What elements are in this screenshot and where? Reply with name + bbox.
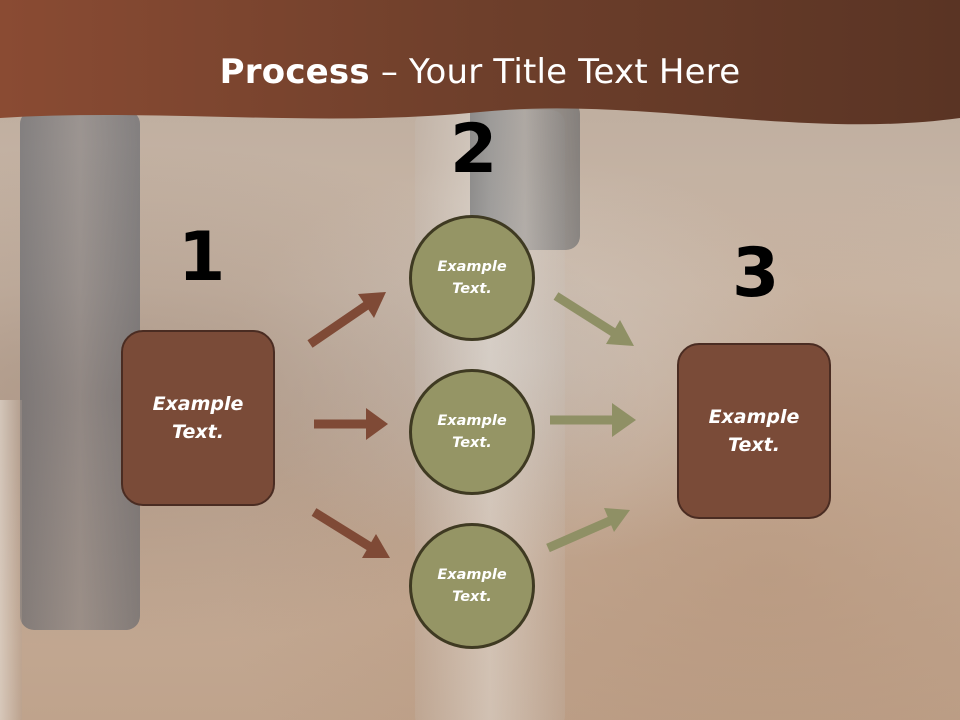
left-arrow-middle — [314, 408, 388, 440]
left-arrow-down — [311, 508, 390, 558]
circle-top-text: Example Text. — [437, 258, 507, 297]
circle-middle-text: Example Text. — [437, 412, 507, 451]
title-bold: Process — [219, 52, 370, 92]
input-box: Example Text. — [121, 330, 275, 506]
title-banner — [0, 0, 960, 125]
background-photo-edge — [0, 400, 22, 720]
output-box-text: Example Text. — [708, 405, 800, 457]
right-arrow-up — [546, 508, 630, 553]
output-box: Example Text. — [677, 343, 831, 519]
slide-title: Process – Your Title Text Here — [0, 52, 960, 92]
input-box-text: Example Text. — [152, 392, 244, 444]
right-arrow-down — [553, 292, 634, 346]
circle-bottom: Example Text. — [409, 523, 535, 649]
circle-top: Example Text. — [409, 215, 535, 341]
step-number-3: 3 — [732, 234, 780, 313]
right-arrow-middle — [550, 403, 636, 437]
title-rest: Your Title Text Here — [409, 52, 741, 92]
step-number-1: 1 — [178, 218, 226, 297]
title-dash: – — [380, 52, 399, 92]
left-arrow-up — [307, 292, 386, 348]
step-number-2: 2 — [450, 110, 498, 189]
circle-middle: Example Text. — [409, 369, 535, 495]
background-photo-pipe-left — [20, 110, 140, 630]
circle-bottom-text: Example Text. — [437, 566, 507, 605]
